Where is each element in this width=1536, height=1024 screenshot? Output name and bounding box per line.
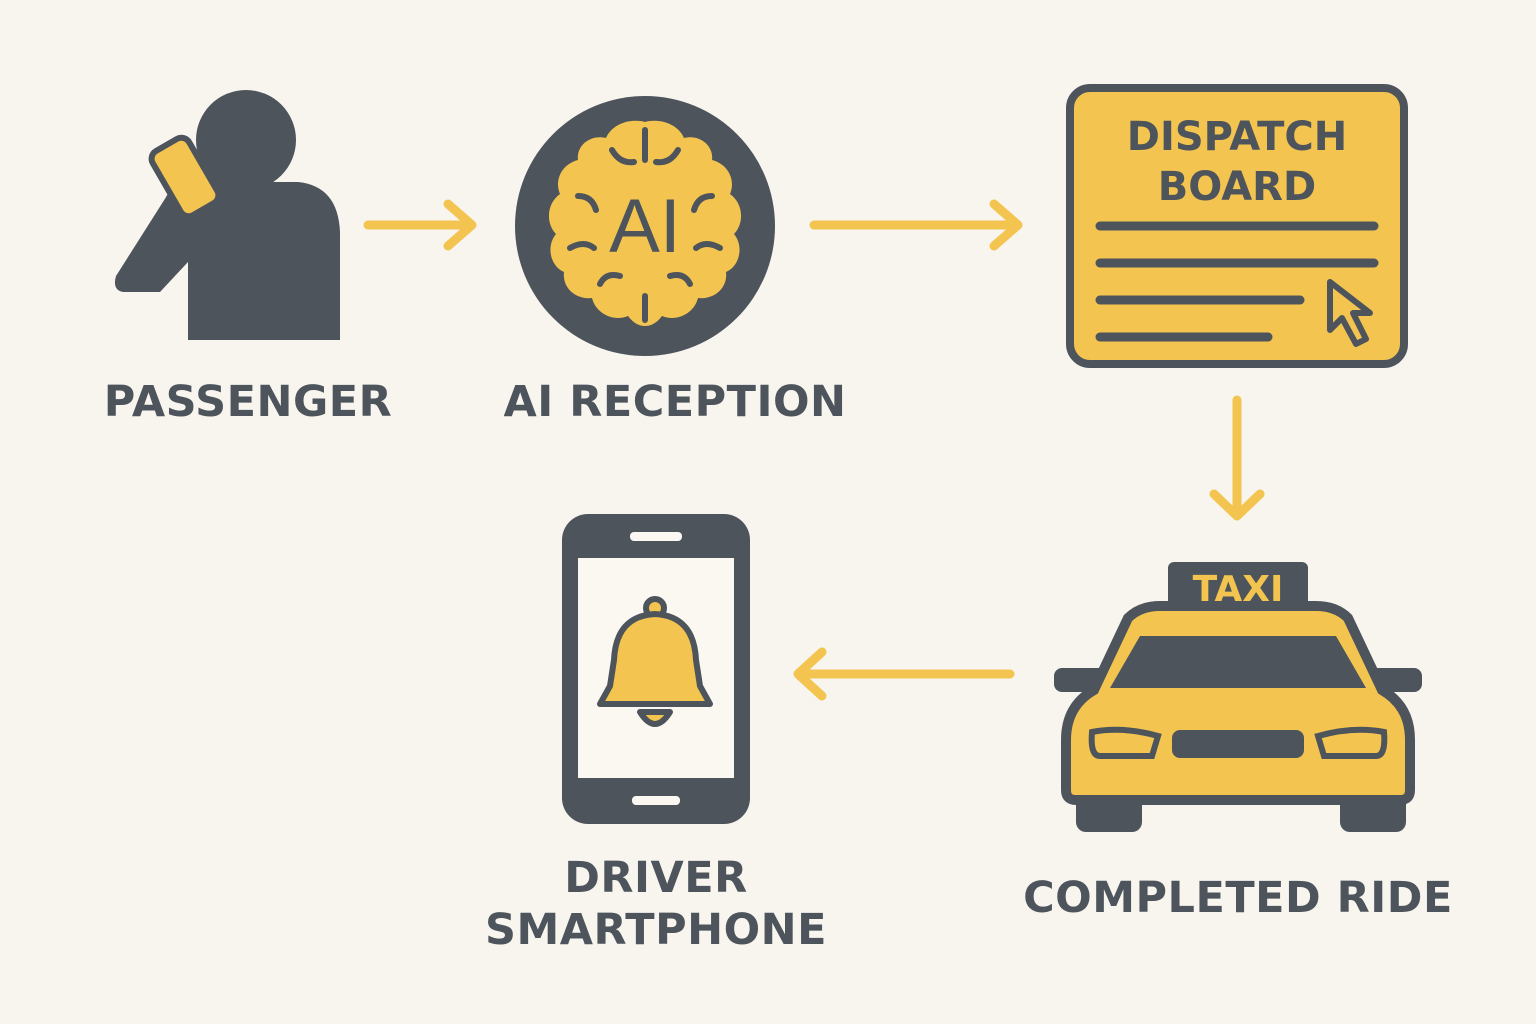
dispatch-board-icon: DISPATCH BOARD bbox=[1066, 84, 1408, 368]
completed-ride-label: COMPLETED RIDE bbox=[1023, 873, 1453, 923]
ai-brain-icon: AI bbox=[515, 96, 775, 356]
smartphone-bell-icon bbox=[562, 514, 750, 824]
dispatch-title-line1: DISPATCH bbox=[1127, 114, 1348, 160]
driver-smartphone-label-line1: DRIVER bbox=[564, 853, 748, 903]
cursor-icon bbox=[1327, 279, 1373, 347]
arrow-taxi-to-phone bbox=[793, 647, 1015, 701]
driver-smartphone-label-line2: SMARTPHONE bbox=[485, 905, 827, 955]
arrow-passenger-to-ai bbox=[363, 199, 477, 251]
ai-reception-label: AI RECEPTION bbox=[503, 377, 847, 427]
passenger-label: PASSENGER bbox=[103, 377, 393, 427]
arrow-ai-to-dispatch bbox=[809, 199, 1023, 251]
driver-smartphone-label: DRIVER SMARTPHONE bbox=[466, 852, 846, 956]
dispatch-title-line2: BOARD bbox=[1158, 164, 1316, 210]
arrow-dispatch-to-taxi bbox=[1209, 395, 1265, 521]
taxi-icon: TAXI bbox=[1054, 562, 1422, 832]
person-phone-icon bbox=[114, 90, 340, 340]
ai-badge-text: AI bbox=[609, 184, 681, 269]
